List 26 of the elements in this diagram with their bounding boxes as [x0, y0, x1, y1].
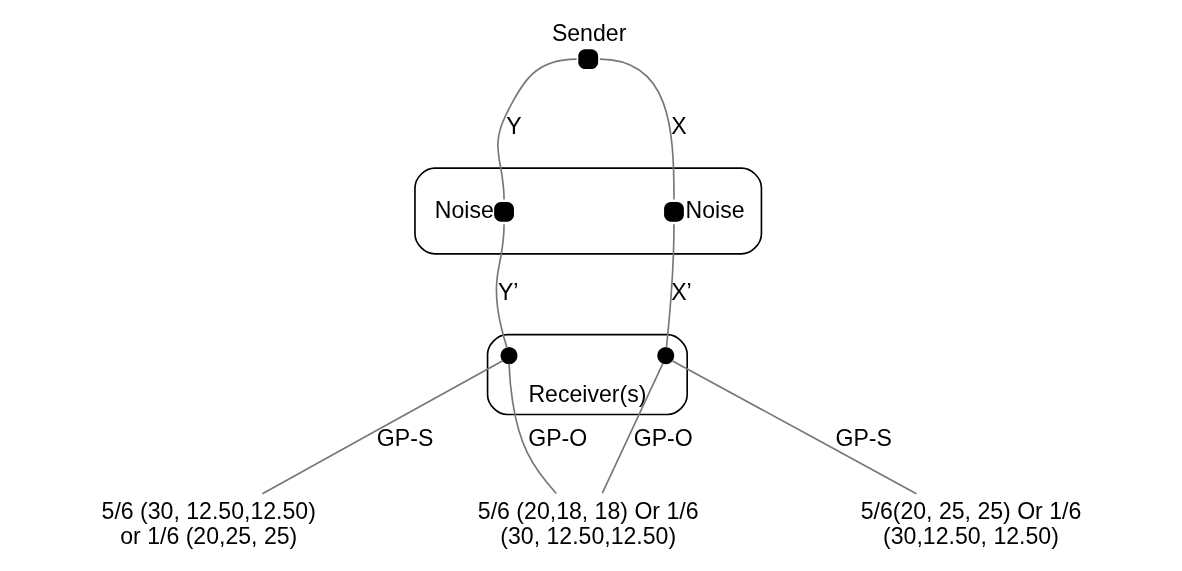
node-text: 5/6(20, 25, 25) Or 1/6 (30,12.50, 12.50): [860, 497, 1081, 549]
node-circle: [656, 347, 674, 365]
node-text: 5/6 (30, 12.50,12.50) or 1/6 (20,25, 25): [101, 497, 316, 549]
node-circle: [499, 347, 518, 365]
connector: [507, 362, 557, 495]
edge-label: Y’: [497, 279, 518, 306]
connector: [670, 359, 917, 495]
node-label: Noise: [434, 196, 494, 223]
connector: [496, 58, 577, 201]
node-label: Noise: [685, 196, 745, 223]
edge-label: X: [670, 112, 687, 139]
edge-label: X’: [670, 279, 692, 306]
edge-label: GP-S: [835, 425, 892, 452]
edge-label: GP-S: [376, 425, 433, 452]
edge-label: Y: [505, 112, 522, 139]
connector: [261, 359, 504, 495]
node-text: 5/6 (20,18, 18) Or 1/6 (30, 12.50,12.50): [477, 497, 699, 549]
connector: [598, 58, 675, 201]
cluster: Receiver(s): [486, 333, 688, 416]
edge-label: GP-O: [527, 425, 587, 452]
connector: [665, 223, 675, 349]
edge-label: GP-O: [633, 425, 693, 452]
connector: [495, 223, 508, 349]
node-label: Sender: [551, 20, 626, 47]
cluster: [413, 167, 762, 255]
connector: [601, 362, 664, 494]
